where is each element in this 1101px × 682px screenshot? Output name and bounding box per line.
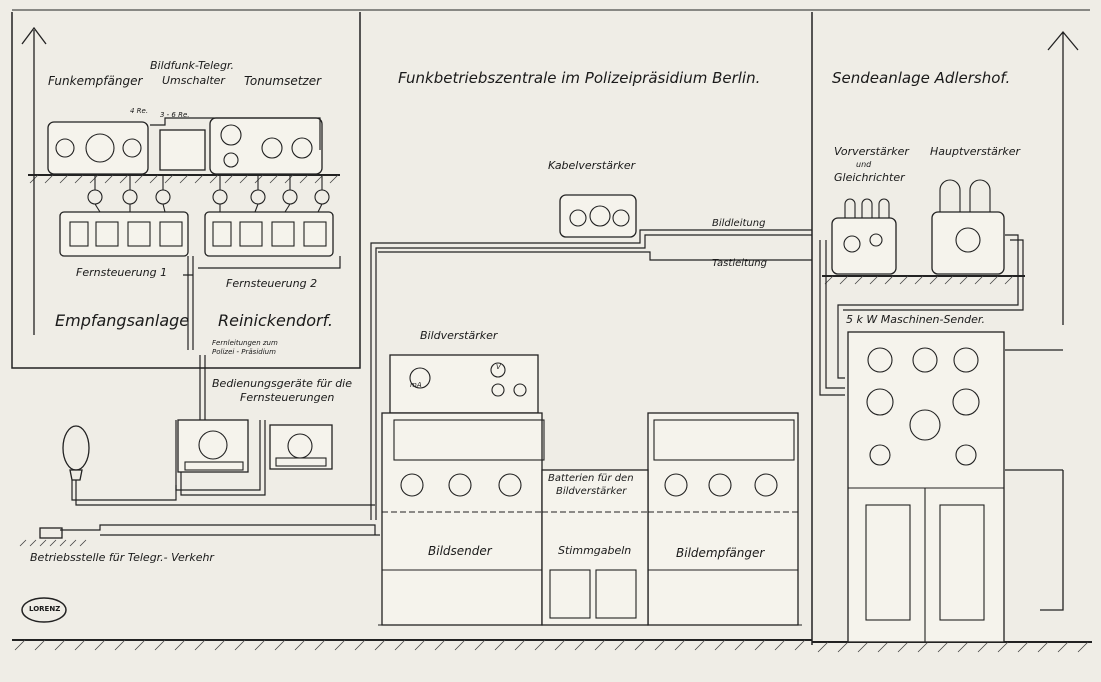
label-4-rel: 4 Re. <box>130 108 148 116</box>
label-bedienungsgeraete-2: Fernsteuerungen <box>240 392 334 404</box>
label-fernsteuerung-2: Fernsteuerung 2 <box>226 278 317 290</box>
label-vorverstaerker-3: Gleichrichter <box>834 172 905 184</box>
label-umschalter-1: Bildfunk-Telegr. <box>150 60 234 72</box>
label-bildverstaerker: Bildverstärker <box>420 330 497 342</box>
label-funkempfaenger: Funkempfänger <box>48 75 142 88</box>
bediengeraet-2-device <box>270 425 332 469</box>
label-fernleitungen-1: Fernleitungen zum <box>212 340 278 348</box>
label-umschalter-2: Umschalter <box>162 75 225 87</box>
fernsteuerung-1-device <box>60 212 188 256</box>
label-vorverstaerker-2: und <box>856 161 871 170</box>
fernsteuerung-2-device <box>205 212 333 256</box>
label-fernsteuerung-1: Fernsteuerung 1 <box>76 267 167 279</box>
reception-antenna <box>22 28 46 335</box>
label-stimmgabeln: Stimmgabeln <box>558 545 631 557</box>
transmitter-ground <box>1040 470 1063 610</box>
transmitter-antenna <box>1048 32 1078 325</box>
label-tonumsetzer: Tonumsetzer <box>244 75 321 88</box>
funkempfaenger-device <box>48 122 148 174</box>
label-maschinen-sender: 5 k W Maschinen-Sender. <box>846 314 985 326</box>
label-vorverstaerker-1: Vorverstärker <box>834 146 909 158</box>
label-fernleitungen-2: Polizei - Präsidium <box>212 349 276 357</box>
label-meter-ma: mA <box>410 382 422 390</box>
left-section-title-1: Empfangsanlage <box>55 312 189 330</box>
label-3-6-rel: 3 - 6 Re. <box>160 112 190 120</box>
label-tastleitung: Tastleitung <box>712 258 767 269</box>
label-batterien-2: Bildverstärker <box>556 486 626 497</box>
label-kabelverstaerker: Kabelverstärker <box>548 160 635 172</box>
center-section-title: Funkbetriebszentrale im Polizeipräsidium… <box>398 70 760 87</box>
label-batterien-1: Batterien für den <box>548 473 634 484</box>
telegraph-key <box>40 528 62 538</box>
hauptverstaerker-device <box>932 212 1004 274</box>
right-section-title: Sendeanlage Adlershof. <box>832 70 1010 87</box>
telegraph-lamp <box>63 426 89 470</box>
label-bedienungsgeraete-1: Bedienungsgeräte für die <box>212 378 352 390</box>
maschinen-sender-cabinet <box>848 332 1004 642</box>
label-bildempfaenger: Bildempfänger <box>676 547 764 560</box>
bildsender-rack <box>382 413 542 625</box>
label-bildsender: Bildsender <box>428 545 492 558</box>
label-bildleitung: Bildleitung <box>712 218 765 229</box>
label-meter-v: V <box>496 364 501 372</box>
kabelverstaerker-device <box>560 195 636 237</box>
umschalter-device <box>160 130 205 170</box>
label-betriebsstelle: Betriebsstelle für Telegr.- Verkehr <box>30 552 214 564</box>
lorenz-logo-text: LORENZ <box>29 606 60 614</box>
left-section-title-2: Reinickendorf. <box>218 312 333 330</box>
bediengeraet-1-device <box>178 420 248 472</box>
label-hauptverstaerker: Hauptverstärker <box>930 146 1020 158</box>
vorverstaerker-device <box>832 218 896 274</box>
bildempfaenger-rack <box>648 413 798 625</box>
